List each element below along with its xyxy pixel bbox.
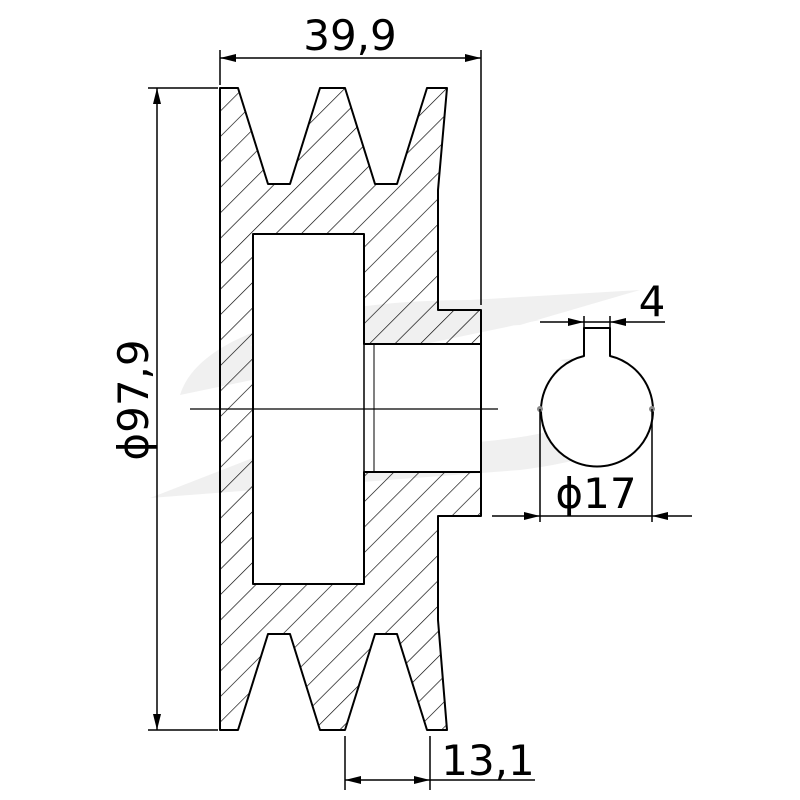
- keyway-width-label: 4: [639, 277, 666, 326]
- dim-overall-width: 39,9: [219, 11, 482, 305]
- dim-groove-pitch: 13,1: [344, 736, 535, 790]
- groove-pitch-label: 13,1: [441, 736, 535, 785]
- overall-width-label: 39,9: [303, 11, 397, 60]
- pulley-section: [190, 87, 498, 731]
- bore-detail: 4 ϕ17: [492, 277, 692, 522]
- dim-outer-diameter: ϕ97,9: [109, 87, 218, 731]
- bore-diameter-label: ϕ17: [555, 469, 636, 518]
- bore-profile: [540, 327, 654, 468]
- outer-diameter-label: ϕ97,9: [109, 339, 158, 460]
